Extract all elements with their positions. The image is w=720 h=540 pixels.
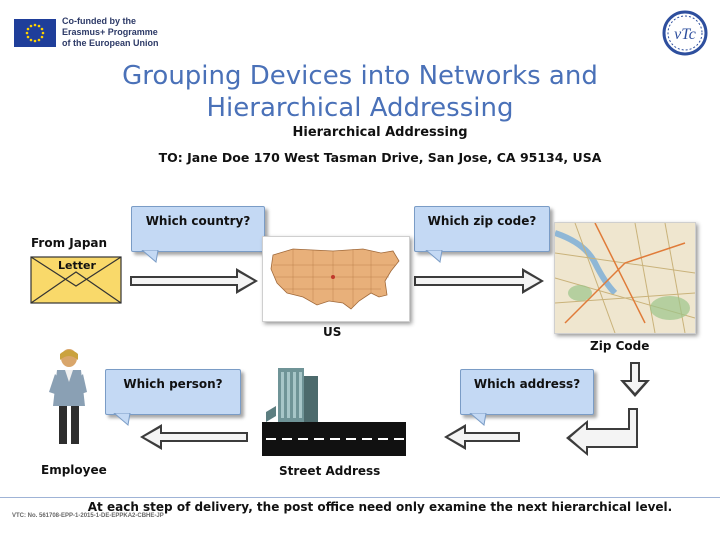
zip-code-map — [554, 222, 696, 334]
bubble-which-zip: Which zip code? — [414, 206, 550, 252]
slide-title: Grouping Devices into Networks and Hiera… — [90, 60, 630, 124]
label-street-address: Street Address — [279, 464, 381, 478]
eu-funding-text: Co-funded by the Erasmus+ Programme of t… — [62, 16, 172, 49]
building-street-image — [262, 366, 406, 456]
label-employee: Employee — [41, 463, 107, 477]
logo-text: vTc — [674, 26, 696, 43]
project-footnote: VTC: No. 561708-EPP-1-2015-1-DE-EPPKA2-C… — [12, 513, 164, 519]
label-zip-code: Zip Code — [590, 339, 650, 353]
eu-text-line: of the European Union — [62, 38, 159, 48]
bubble-which-address: Which address? — [460, 369, 594, 415]
title-line: Grouping Devices into Networks and — [122, 61, 598, 91]
us-map — [262, 236, 410, 322]
eu-text-line: Co-funded by the — [62, 16, 136, 26]
employee-person-icon — [47, 348, 91, 448]
footer-caption: At each step of delivery, the post offic… — [87, 500, 673, 514]
footer-rule — [0, 497, 720, 498]
bubble-tail — [113, 413, 131, 426]
vtc-logo: vTc — [660, 10, 710, 56]
address-line: TO: Jane Doe 170 West Tasman Drive, San … — [158, 150, 602, 165]
eu-flag-logo — [14, 19, 56, 47]
diagram-subtitle: Hierarchical Addressing — [292, 125, 468, 140]
bubble-which-person: Which person? — [105, 369, 241, 415]
arrow-right-icon — [414, 268, 544, 294]
label-us: US — [323, 325, 342, 339]
envelope-icon — [30, 256, 122, 304]
bubble-tail — [141, 250, 159, 263]
title-line: Hierarchical Addressing — [206, 93, 514, 123]
label-from-japan: From Japan — [31, 236, 108, 250]
eu-text-line: Erasmus+ Programme — [62, 27, 158, 37]
bubble-tail — [469, 413, 487, 426]
arrow-down-icon — [620, 362, 650, 397]
bent-arrow-icon — [566, 408, 638, 456]
arrow-right-icon — [130, 268, 258, 294]
arrow-left-icon — [140, 424, 248, 450]
arrow-left-icon — [444, 424, 520, 450]
label-letter: Letter — [58, 259, 96, 272]
bubble-which-country: Which country? — [131, 206, 265, 252]
bubble-tail — [425, 250, 443, 263]
